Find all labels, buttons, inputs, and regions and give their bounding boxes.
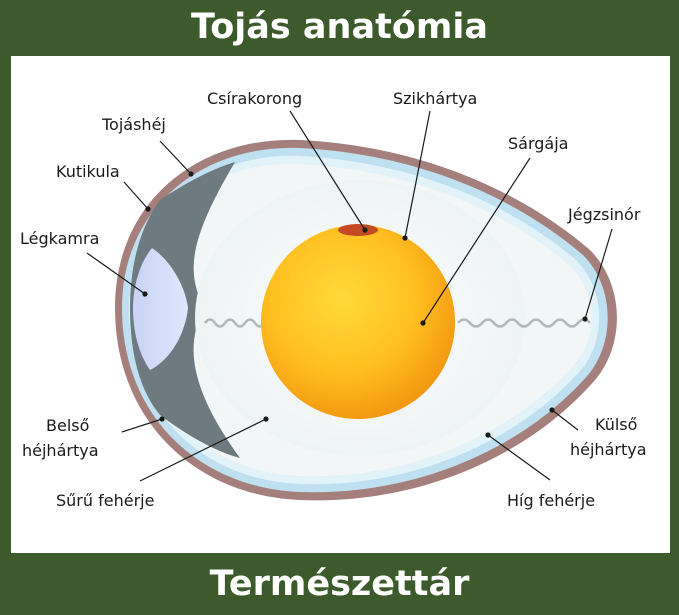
label-tojashej: Tojáshéj (101, 115, 166, 134)
label-belso-line2: héjhártya (22, 441, 99, 460)
leader-suru (139, 418, 267, 482)
leader-jegzsinor (584, 228, 613, 320)
label-jegzsinor: Jégzsinór (567, 205, 641, 224)
leader-dot-jegzsinor (582, 316, 588, 322)
yolk (261, 225, 455, 419)
leader-kutikula (123, 181, 149, 210)
label-csirakorong: Csírakorong (207, 89, 302, 108)
leader-dot-tojashej (188, 171, 194, 177)
label-kulso-line1: Külső (595, 415, 637, 434)
leader-belso (121, 418, 163, 433)
leader-sargaja (422, 157, 531, 324)
page-title: Tojás anatómia (191, 7, 488, 47)
label-hig-feherje: Híg fehérje (507, 491, 595, 510)
leader-dot-hig (485, 432, 491, 438)
leader-hig (487, 434, 551, 481)
germinal-disc (338, 224, 378, 236)
label-legkamra: Légkamra (20, 229, 99, 248)
label-suru-feherje: Sűrű fehérje (56, 491, 154, 510)
leader-legkamra (86, 252, 146, 295)
leader-kulso (551, 409, 579, 431)
leader-dot-belso (159, 416, 165, 422)
leader-tojashej (159, 140, 192, 175)
leader-dot-kulso (549, 407, 555, 413)
label-kulso-line2: héjhártya (570, 440, 647, 459)
label-kutikula: Kutikula (56, 162, 120, 181)
leader-szikhartya (404, 110, 431, 239)
label-szikhartya: Szikhártya (393, 89, 477, 108)
label-sargaja: Sárgája (508, 134, 568, 153)
leader-dot-legkamra (142, 291, 148, 297)
leader-csirakorong (289, 110, 366, 231)
air-cell (133, 248, 188, 370)
leader-dot-kutikula (145, 206, 151, 212)
leader-dot-csirakorong (362, 227, 368, 233)
leader-dot-suru (263, 416, 269, 422)
leader-dot-sargaja (420, 320, 426, 326)
footer-title: Természettár (209, 564, 470, 604)
label-belso-line1: Belső (46, 416, 89, 435)
chalaza-right (457, 318, 591, 328)
leader-dot-szikhartya (402, 235, 408, 241)
chalaza-left (203, 318, 267, 328)
